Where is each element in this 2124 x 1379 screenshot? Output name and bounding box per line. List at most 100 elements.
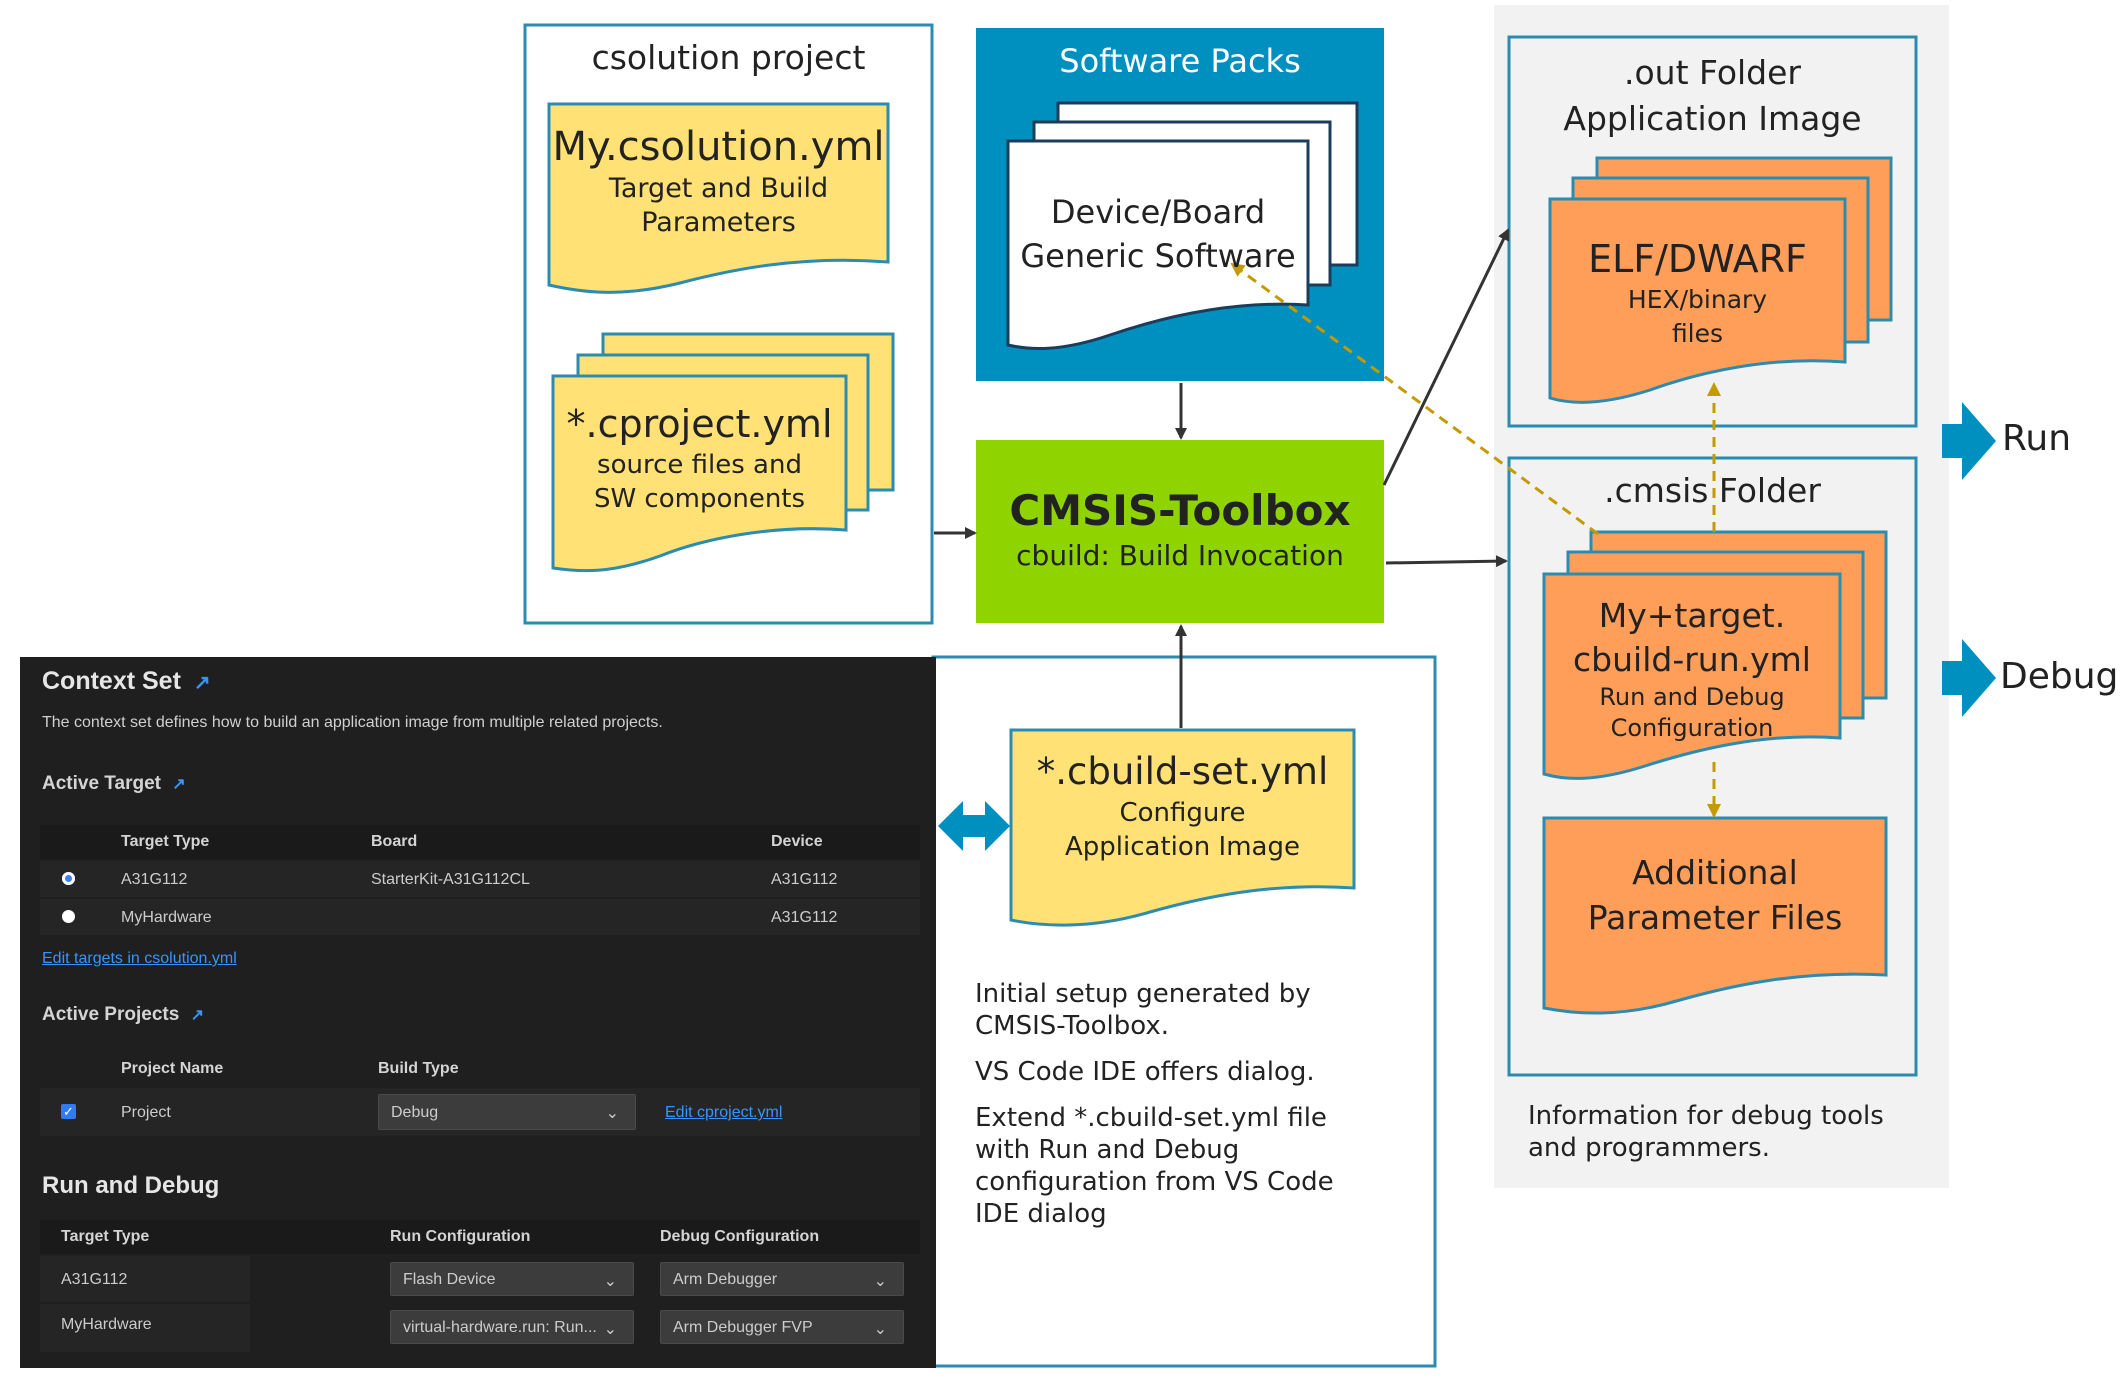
csolution-project-title: csolution project [591,38,866,77]
run-label: Run [2002,418,2072,459]
dashed-arrow-to-packs [1230,262,1599,536]
edit-cproject-link[interactable]: Edit cproject.yml [665,1104,783,1121]
out-folder-title-line1: .out Folder [1623,53,1801,92]
elf-doc-line1: HEX/binary [1627,285,1768,314]
arrow-toolbox-to-cmsis [1385,555,1508,568]
run-debug-row: A31G112 Flash Device ⌄ Arm Debugger ⌄ [40,1256,920,1302]
cmsis-folder-title: .cmsis Folder [1604,471,1821,510]
csolution-yml-title: My.csolution.yml [552,124,885,170]
cbuild-set-line1: Configure [1119,798,1246,828]
cbuild-run-title1: My+target. [1598,596,1786,635]
active-projects-heading-text: Active Projects [42,1004,180,1025]
external-link-icon[interactable]: ↗ [193,672,211,694]
cbuild-run-doc [1542,572,1842,780]
debug-config-select[interactable]: Arm Debugger ⌄ [660,1262,904,1296]
param-files-doc [1542,816,1888,1015]
run-debug-row: MyHardware virtual-hardware.run: Run... … [40,1304,920,1352]
elf-doc-title: ELF/DWARF [1588,237,1807,281]
chevron-down-icon: ⌄ [873,1321,887,1338]
col-debug-config: Debug Configuration [660,1228,820,1245]
double-arrow-icon [938,801,1010,851]
out-folder-title: .out Folder Application Image [1509,50,1916,142]
param-files-line2: Parameter Files [1587,898,1843,937]
target-radio[interactable] [62,910,75,923]
cbuild-run-title2: cbuild-run.yml [1573,640,1811,679]
run-config-select[interactable]: Flash Device ⌄ [390,1262,634,1296]
note-extend-file: Extend *.cbuild-set.yml file with Run an… [975,1103,1334,1229]
debug-info-text: Information for debug tools and programm… [1528,1101,1884,1163]
cbuild-run-doc-label: My+target. cbuild-run.yml Run and Debug … [1544,594,1840,744]
cmsis-toolbox-box [976,440,1384,623]
csolution-yml-doc [547,102,890,294]
cbuild-set-yml-doc [1009,728,1356,927]
project-row: ✓ Project Debug ⌄ Edit cproject.yml [40,1088,920,1136]
cbuild-run-line1: Run and Debug [1599,683,1785,711]
chevron-down-icon: ⌄ [605,1105,619,1122]
target-type: MyHardware [121,909,212,926]
col-device: Device [771,833,823,850]
cproject-yml-title: *.cproject.yml [566,402,833,446]
run-config-value: Flash Device [403,1271,496,1288]
project-name: Project [121,1104,171,1121]
target-radio-selected[interactable] [62,872,75,885]
external-link-icon[interactable]: ↗ [172,776,186,793]
active-projects-heading: Active Projects ↗ [42,1004,204,1026]
cbuild-set-line2: Application Image [1065,832,1300,862]
build-type-value: Debug [391,1104,439,1121]
cmsis-toolbox-label: CMSIS-Toolbox cbuild: Build Invocation [976,485,1384,575]
target-type: A31G112 [121,871,188,888]
run-config-select[interactable]: virtual-hardware.run: Run... ⌄ [390,1310,634,1344]
debug-config-value: Arm Debugger [673,1271,778,1288]
cbuild-run-line2: Configuration [1610,714,1774,742]
col-target-type: Target Type [121,833,210,850]
edit-targets-link[interactable]: Edit targets in csolution.yml [42,950,237,967]
cproject-yml-line2: SW components [593,484,806,514]
col-rd-target-type: Target Type [61,1228,150,1245]
cbuild-set-doc-label: *.cbuild-set.yml Configure Application I… [1011,748,1354,864]
active-target-header-row: Target Type Board Device [40,825,920,859]
rd-target-type: A31G112 [40,1256,250,1302]
packs-doc-label: Device/Board Generic Software [1008,190,1308,278]
target-board: StarterKit-A31G112CL [371,871,530,888]
cproject-yml-doc [551,374,848,573]
csolution-yml-doc-label: My.csolution.yml Target and Build Parame… [549,122,888,240]
context-set-title: Context Set ↗ [42,667,211,696]
run-debug-heading: Run and Debug [42,1172,220,1199]
debug-arrow-icon [1942,639,1996,717]
elf-doc-line2: files [1671,319,1724,348]
external-link-icon[interactable]: ↗ [190,1007,204,1024]
elf-doc [1548,197,1847,404]
target-device: A31G112 [771,871,838,888]
project-checkbox[interactable]: ✓ [61,1104,76,1119]
csolution-yml-line1: Target and Build [608,173,829,204]
run-arrow-icon [1942,402,1996,480]
cmsis-toolbox-subtitle: cbuild: Build Invocation [1016,539,1344,572]
param-files-doc-label: Additional Parameter Files [1544,850,1886,940]
active-target-heading-text: Active Target [42,773,161,794]
elf-doc-label: ELF/DWARF HEX/binary files [1550,235,1845,351]
csolution-yml-line2: Parameters [641,207,796,238]
chevron-down-icon: ⌄ [873,1273,887,1290]
note-ide-dialog: VS Code IDE offers dialog. [975,1057,1315,1087]
target-row[interactable]: MyHardware A31G112 [40,899,920,935]
context-set-panel: Context Set ↗ The context set defines ho… [20,657,936,1368]
cproject-yml-line1: source files and [597,450,802,480]
active-projects-header-row: Project Name Build Type [40,1052,920,1086]
note-initial-setup: Initial setup generated by CMSIS-Toolbox… [975,979,1311,1041]
rd-target-type: MyHardware [40,1304,250,1352]
debug-label: Debug [2000,656,2119,697]
packs-doc-line2: Generic Software [1020,237,1296,275]
col-build-type: Build Type [378,1060,459,1077]
debug-config-value: Arm Debugger FVP [673,1319,813,1336]
run-config-value: virtual-hardware.run: Run... [403,1319,597,1336]
target-device: A31G112 [771,909,838,926]
debug-config-select[interactable]: Arm Debugger FVP ⌄ [660,1310,904,1344]
software-packs-title: Software Packs [1059,42,1301,80]
build-type-select[interactable]: Debug ⌄ [378,1094,636,1130]
setup-notes: Initial setup generated by CMSIS-Toolbox… [975,978,1385,1230]
cproject-yml-doc-label: *.cproject.yml source files and SW compo… [553,400,846,516]
arrow-toolbox-to-out [1382,228,1510,486]
target-row[interactable]: A31G112 StarterKit-A31G112CL A31G112 [40,861,920,897]
param-files-line1: Additional [1632,853,1798,892]
